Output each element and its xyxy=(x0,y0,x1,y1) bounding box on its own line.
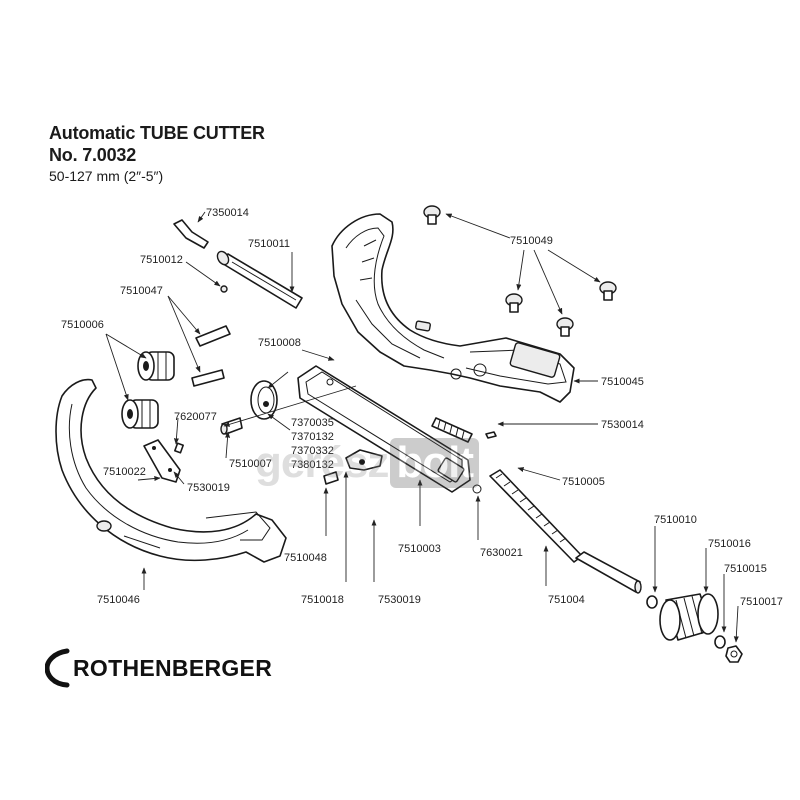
product-number: No. 7.0032 xyxy=(49,145,137,165)
label-7620077: 7620077 xyxy=(174,411,217,423)
label-7510015: 7510015 xyxy=(724,563,767,575)
label-7510012: 7510012 xyxy=(140,254,183,266)
product-title: Automatic TUBE CUTTER xyxy=(49,123,265,143)
rollers-part xyxy=(121,351,175,429)
nut-part xyxy=(725,645,743,663)
label-7370035: 7370035 xyxy=(291,417,334,429)
label-7530019-left: 7530019 xyxy=(187,482,230,494)
label-7530019-bottom: 7530019 xyxy=(378,594,421,606)
screws-part xyxy=(423,205,617,337)
label-7530014: 7530014 xyxy=(601,419,644,431)
label-7510022: 7510022 xyxy=(103,466,146,478)
feed-screw-part xyxy=(489,469,642,594)
washer-small-part xyxy=(714,635,726,649)
label-7510045: 7510045 xyxy=(601,376,644,388)
clip-part xyxy=(345,449,383,471)
label-7510006: 7510006 xyxy=(61,319,104,331)
watermark-word: gerész xyxy=(255,438,389,487)
watermark-box: bolt xyxy=(390,438,480,488)
ball-part xyxy=(220,285,228,293)
label-7510018: 7510018 xyxy=(301,594,344,606)
label-7510049: 7510049 xyxy=(510,235,553,247)
pins-part xyxy=(191,325,231,387)
label-7510048: 7510048 xyxy=(284,552,327,564)
label-7510010: 7510010 xyxy=(654,514,697,526)
label-7370332: 7370332 xyxy=(291,445,334,457)
label-7510008: 7510008 xyxy=(258,337,301,349)
label-7350014: 7350014 xyxy=(206,207,249,219)
label-7510003: 7510003 xyxy=(398,543,441,555)
o-ring-part xyxy=(472,484,482,494)
label-7630021: 7630021 xyxy=(480,547,523,559)
lower-c-frame-part xyxy=(55,378,287,563)
washer-part xyxy=(646,595,658,609)
label-7380132: 7380132 xyxy=(291,459,334,471)
bent-pin-part xyxy=(173,219,209,249)
spring-part xyxy=(431,417,497,443)
label-7510005: 7510005 xyxy=(562,476,605,488)
label-7510047: 7510047 xyxy=(120,285,163,297)
brand-swoosh-icon xyxy=(45,648,70,688)
knob-part xyxy=(659,593,719,641)
title-block: Automatic TUBE CUTTER No. 7.0032 50-127 … xyxy=(49,122,265,186)
label-7370132: 7370132 xyxy=(291,431,334,443)
small-pin-part xyxy=(323,471,339,485)
upper-frame-part xyxy=(331,213,575,403)
cutter-wheel-part xyxy=(250,380,278,420)
label-7510046: 7510046 xyxy=(97,594,140,606)
label-7510007: 7510007 xyxy=(229,458,272,470)
label-7510016: 7510016 xyxy=(708,538,751,550)
product-size-range: 50-127 mm (2″-5″) xyxy=(49,168,164,184)
label-7510017: 7510017 xyxy=(740,596,783,608)
leader-lines xyxy=(105,211,739,643)
part-labels: 7350014 7510011 7510012 7510047 7510006 … xyxy=(61,207,783,608)
guide-body-part xyxy=(297,365,471,493)
brand-name: ROTHENBERGER xyxy=(73,654,273,681)
watermark: gerész bolt xyxy=(255,438,480,488)
shaft-part xyxy=(216,250,303,309)
label-7510011: 7510011 xyxy=(248,238,290,250)
label-751004: 751004 xyxy=(548,594,585,606)
brand-logo: ROTHENBERGER xyxy=(45,648,272,688)
